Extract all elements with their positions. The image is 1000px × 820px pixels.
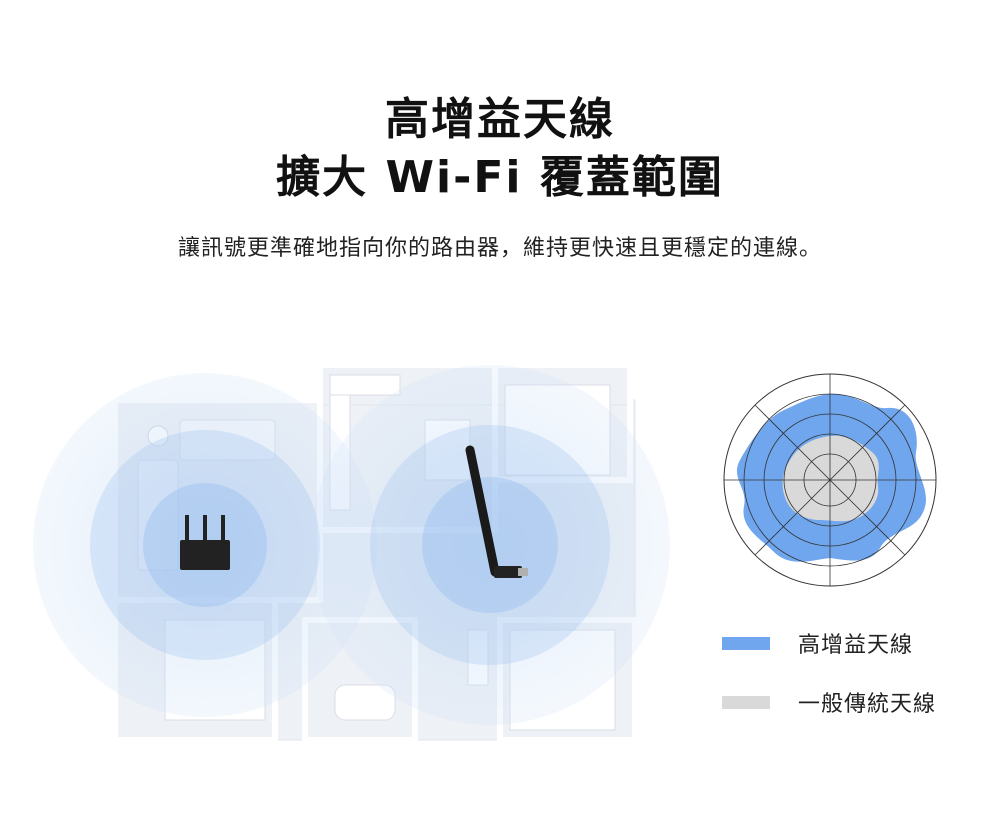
page-title: 高增益天線 擴大 Wi-Fi 覆蓋範圍	[0, 91, 1000, 207]
title-line-1: 高增益天線	[385, 94, 615, 146]
floorplan-illustration	[33, 362, 670, 743]
legend-item-high-gain: 高增益天線	[722, 628, 992, 658]
legend-swatch-standard	[722, 695, 770, 709]
legend-swatch-high-gain	[722, 636, 770, 650]
radiation-pattern-chart	[723, 373, 937, 587]
legend-label-high-gain: 高增益天線	[798, 633, 914, 658]
usb-antenna-icon	[465, 445, 528, 578]
legend-label-standard: 一般傳統天線	[798, 692, 937, 717]
legend: 高增益天線 一般傳統天線	[722, 628, 992, 746]
router-icon	[180, 515, 230, 570]
legend-item-standard: 一般傳統天線	[722, 687, 992, 717]
subtitle: 讓訊號更準確地指向你的路由器，維持更快速且更穩定的連線。	[177, 236, 822, 261]
polar-rings	[724, 374, 936, 586]
title-line-2: 擴大 Wi-Fi 覆蓋範圍	[276, 152, 724, 204]
